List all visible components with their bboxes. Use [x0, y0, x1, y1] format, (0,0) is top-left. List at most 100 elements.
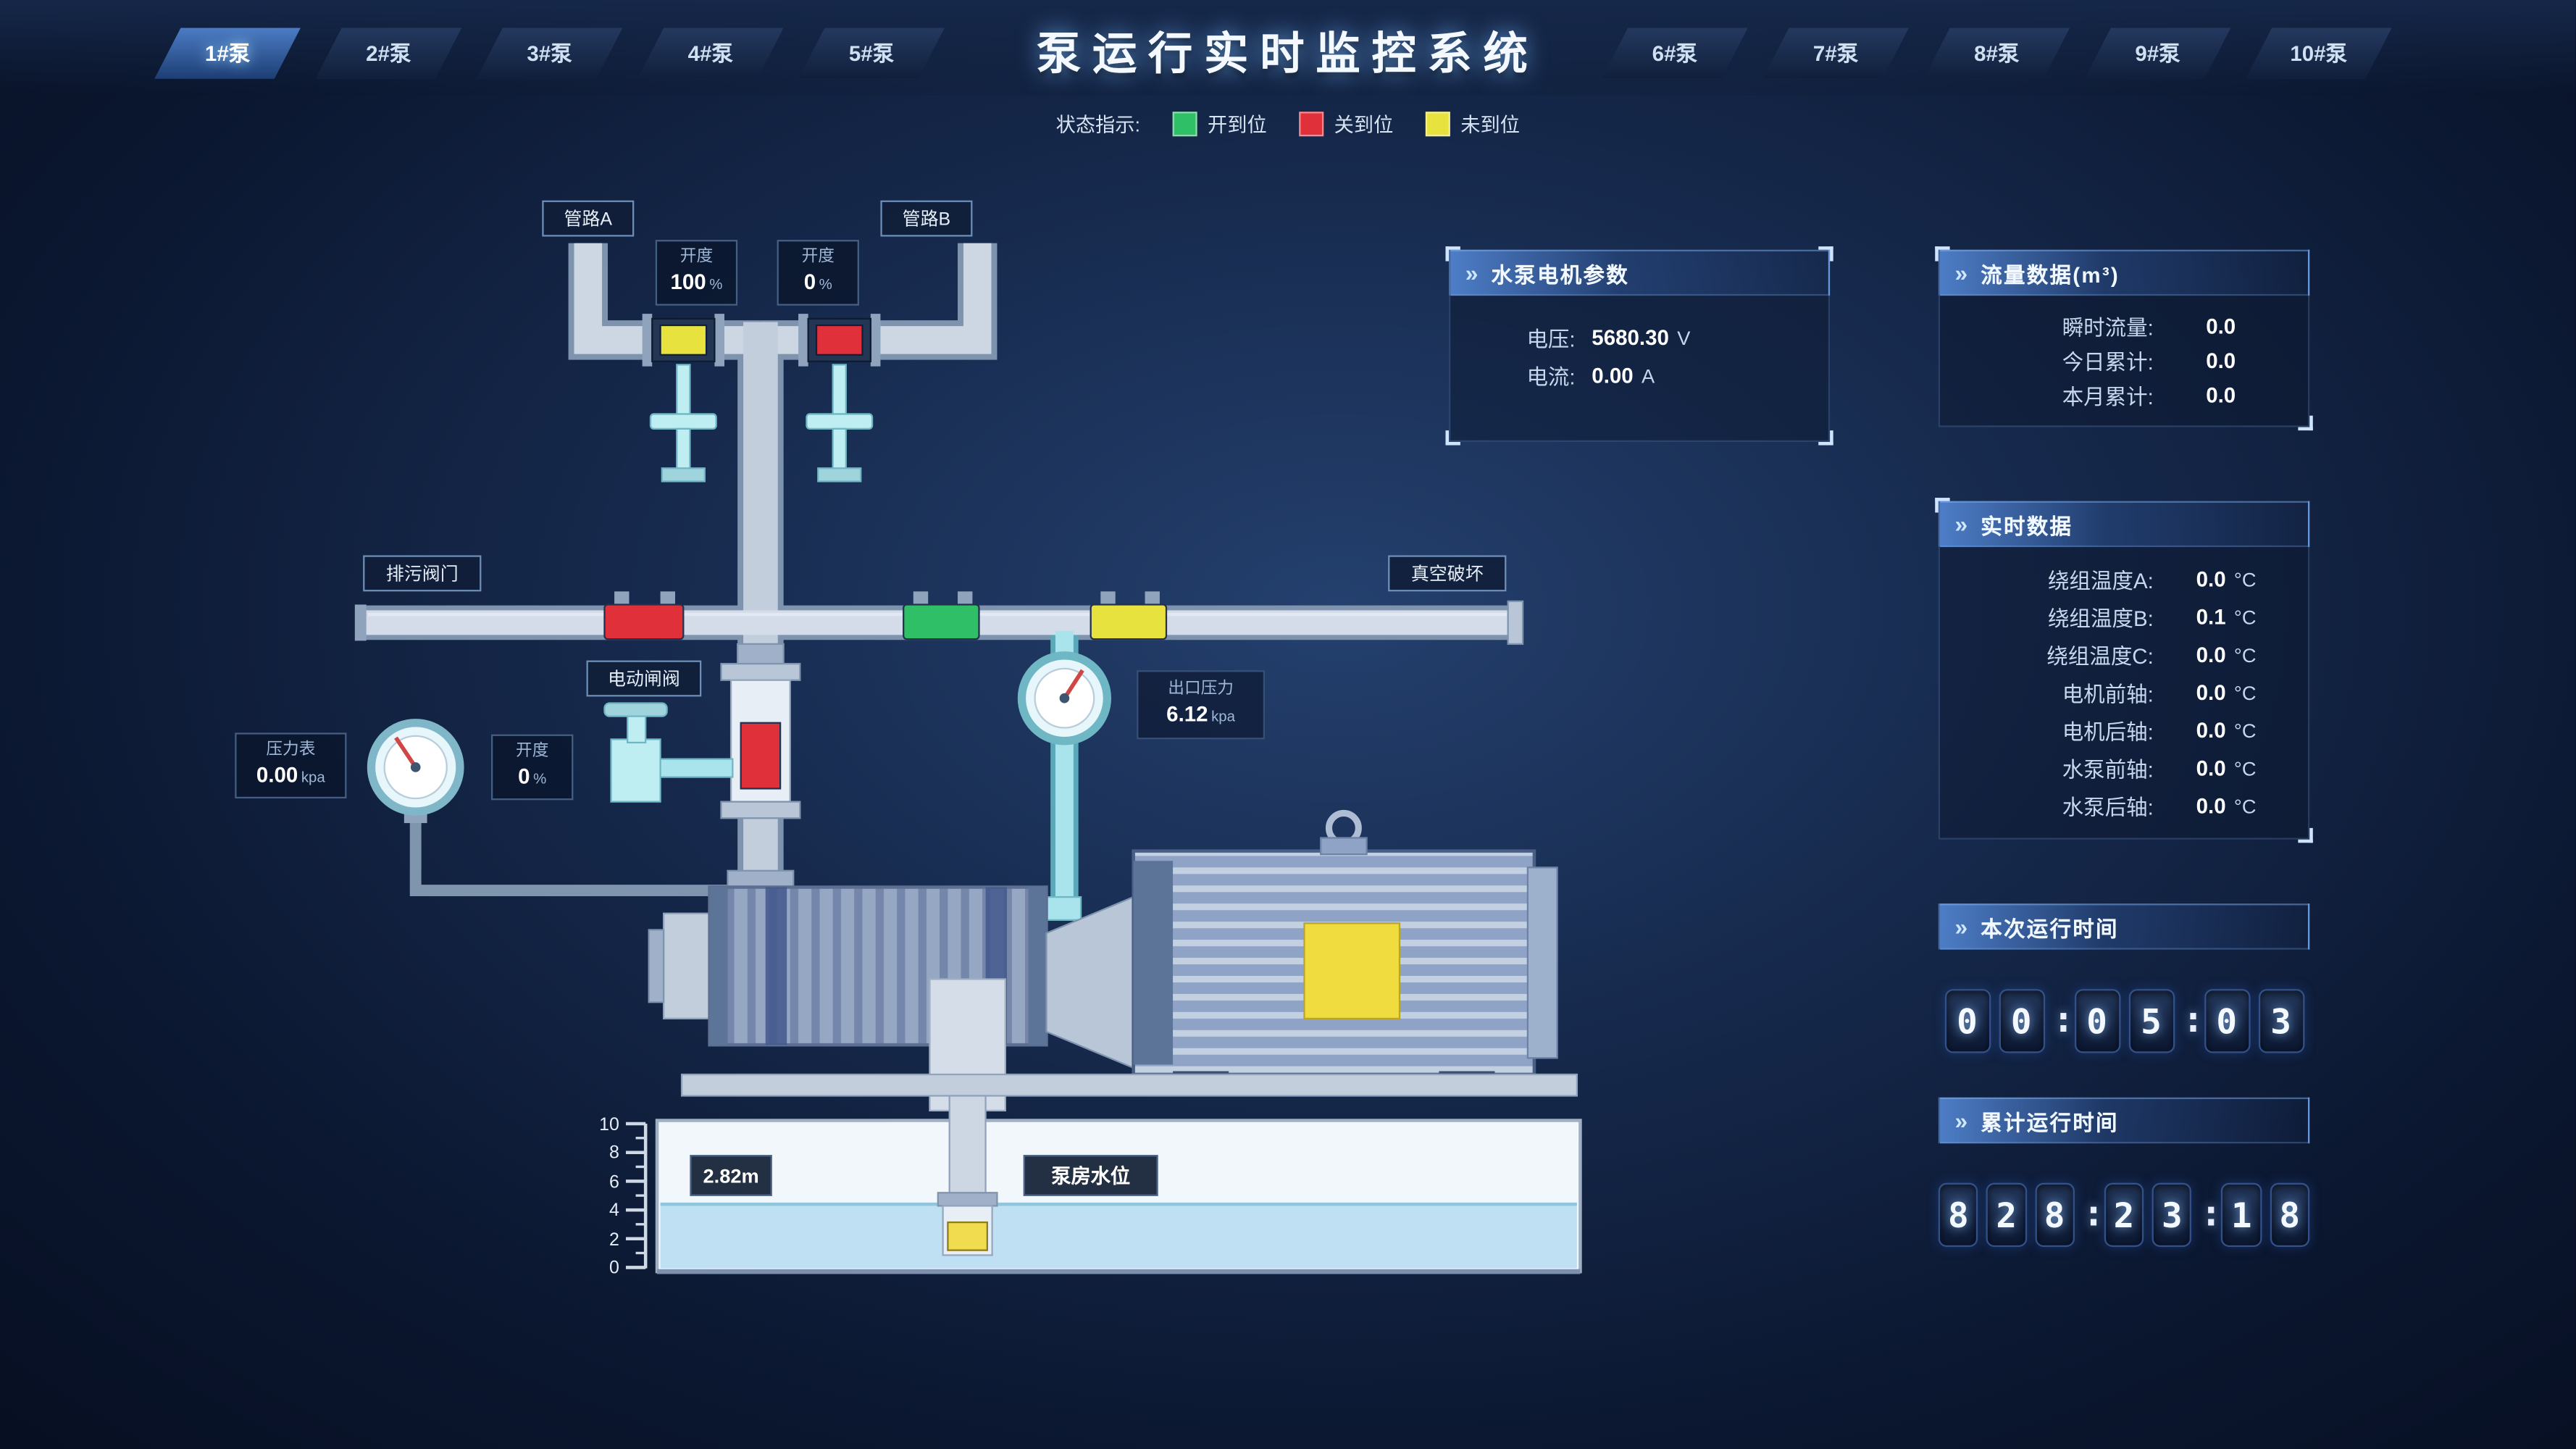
- water-surface: [660, 1204, 1577, 1269]
- total-runtime-panel: » 累计运行时间: [1938, 1097, 2310, 1144]
- panel-body: 绕组温度A: 0.0 °C 绕组温度B: 0.1 °C 绕组温度C: 0.0 °…: [1938, 547, 2310, 840]
- gauge-value: 6.12: [1166, 701, 1208, 727]
- gate-valve-opening: 开度 0%: [491, 734, 574, 801]
- valve-b-opening: 开度 0%: [777, 240, 859, 306]
- motor-nameplate: [1303, 922, 1401, 1020]
- row-label: 水泵前轴:: [2062, 757, 2154, 782]
- clock-digit: 8: [2270, 1182, 2310, 1248]
- panel-title: 流量数据(m³): [1981, 262, 2120, 287]
- legend-item-open: 开到位: [1173, 110, 1267, 138]
- pressure-gauge: [367, 719, 464, 824]
- row-value: 0.0: [2196, 642, 2226, 667]
- panel-body: 电压: 5680.30 V 电流: 0.00 A: [1449, 296, 1831, 442]
- row-value: 0.0: [2206, 383, 2236, 408]
- row-value: 0.0: [2206, 348, 2236, 373]
- clock-digit: 2: [2104, 1182, 2144, 1248]
- winding-temp-a-row: 绕组温度A: 0.0 °C: [1960, 560, 2288, 598]
- main-line-valve-closed[interactable]: [603, 591, 685, 640]
- opening-label: 开度: [801, 248, 835, 267]
- flow-data-panel: » 流量数据(m³) 瞬时流量: 0.0 今日累计: 0.0 本月累计: 0.0: [1935, 246, 2313, 431]
- status-open-swatch: [1173, 112, 1198, 137]
- valve-a-opening: 开度 100%: [655, 240, 738, 306]
- row-value: 5680.30: [1592, 325, 1669, 350]
- clock-colon: :: [2182, 1000, 2204, 1042]
- gauge-label: 出口压力: [1168, 680, 1234, 699]
- legend-item-partial: 未到位: [1426, 110, 1520, 138]
- row-label: 水泵后轴:: [2062, 795, 2154, 820]
- tab-pump-4[interactable]: 4#泵: [637, 28, 784, 79]
- current-runtime-clock: 0 0 : 0 5 : 0 3: [1939, 989, 2309, 1053]
- corner-accent: [1818, 246, 1833, 262]
- suction-pipe: [937, 1095, 998, 1256]
- row-label: 本月累计:: [2062, 384, 2154, 409]
- corner-accent: [1445, 430, 1460, 446]
- opening-value: 0: [803, 270, 816, 295]
- pipeline-a-valve-actuator: [649, 364, 717, 483]
- foot-valve: [947, 1221, 988, 1251]
- opening-unit: %: [709, 276, 723, 293]
- current-row: 电流: 0.00 A: [1471, 356, 1809, 394]
- main-line-valve-partial[interactable]: [1090, 591, 1168, 640]
- pump-tabs-right: 6#泵 7#泵 8#泵 9#泵 10#泵: [1602, 28, 2392, 79]
- gauge-unit: kpa: [301, 769, 325, 786]
- tab-pump-7[interactable]: 7#泵: [1762, 28, 1909, 79]
- tab-pump-3[interactable]: 3#泵: [477, 28, 623, 79]
- panel-title: 累计运行时间: [1981, 1109, 2119, 1135]
- voltage-row: 电压: 5680.30 V: [1471, 319, 1809, 356]
- total-runtime-clock: 8 2 8 : 2 3 : 1 8: [1938, 1182, 2310, 1248]
- clock-colon: :: [2052, 1000, 2075, 1042]
- pipe-a-label: 管路A: [542, 200, 635, 237]
- tab-pump-1[interactable]: 1#泵: [154, 28, 301, 79]
- double-arrow-icon: »: [1954, 1107, 1970, 1134]
- panel-header: » 流量数据(m³): [1938, 249, 2310, 296]
- row-label: 绕组温度B:: [2048, 606, 2154, 631]
- pump-rear-bearing-row: 水泵后轴: 0.0 °C: [1960, 787, 2288, 824]
- double-arrow-icon: »: [1954, 511, 1970, 538]
- row-unit: V: [1677, 326, 1691, 349]
- panel-title: 水泵电机参数: [1491, 262, 1630, 287]
- motor-params-panel: » 水泵电机参数 电压: 5680.30 V 电流: 0.00 A: [1445, 246, 1833, 446]
- panel-header: » 实时数据: [1938, 501, 2310, 548]
- scale-tick-label: 6: [609, 1172, 619, 1192]
- motor-front-bearing-row: 电机前轴: 0.0 °C: [1960, 674, 2288, 711]
- base-platform: [680, 978, 1578, 1112]
- double-arrow-icon: »: [1954, 913, 1970, 940]
- tab-pump-10[interactable]: 10#泵: [2246, 28, 2392, 79]
- tab-pump-6[interactable]: 6#泵: [1602, 28, 1748, 79]
- tab-pump-9[interactable]: 9#泵: [2085, 28, 2231, 79]
- legend-label: 关到位: [1334, 113, 1394, 137]
- clock-colon: :: [2200, 1194, 2222, 1236]
- month-total-row: 本月累计: 0.0: [1960, 378, 2288, 413]
- pipe-b-label: 管路B: [880, 200, 973, 237]
- legend-title: 状态指示:: [1055, 113, 1141, 137]
- row-value: 0.0: [2196, 567, 2226, 592]
- clock-digit: 0: [2073, 989, 2120, 1053]
- double-arrow-icon: »: [1465, 259, 1480, 286]
- opening-unit: %: [819, 276, 832, 293]
- tab-pump-5[interactable]: 5#泵: [798, 28, 945, 79]
- corner-accent: [1935, 498, 1950, 513]
- row-unit: °C: [2233, 643, 2257, 667]
- panel-title: 实时数据: [1981, 513, 2073, 538]
- row-label: 电机后轴:: [2062, 719, 2154, 745]
- clock-digit: 0: [1998, 989, 2045, 1053]
- row-label: 今日累计:: [2062, 349, 2154, 375]
- page-title: 泵运行实时监控系统: [1036, 29, 1539, 79]
- electric-gate-valve[interactable]: [720, 643, 801, 819]
- panel-header: » 水泵电机参数: [1449, 249, 1831, 296]
- main-line-valve-open[interactable]: [903, 591, 980, 640]
- corner-accent: [1818, 430, 1833, 446]
- pipeline-b-valve[interactable]: [798, 314, 881, 367]
- tab-pump-8[interactable]: 8#泵: [1923, 28, 2070, 79]
- clock-digit: 1: [2221, 1182, 2262, 1248]
- winding-temp-c-row: 绕组温度C: 0.0 °C: [1960, 636, 2288, 674]
- row-unit: A: [1642, 364, 1655, 388]
- opening-label: 开度: [516, 743, 549, 761]
- motor-rear-bearing-row: 电机后轴: 0.0 °C: [1960, 711, 2288, 749]
- row-label: 瞬时流量:: [2062, 315, 2154, 341]
- tab-pump-2[interactable]: 2#泵: [315, 28, 461, 79]
- pipeline-a-valve[interactable]: [642, 314, 725, 367]
- row-unit: °C: [2233, 756, 2257, 780]
- legend-item-closed: 关到位: [1300, 110, 1393, 138]
- gauge-unit: kpa: [1211, 708, 1236, 725]
